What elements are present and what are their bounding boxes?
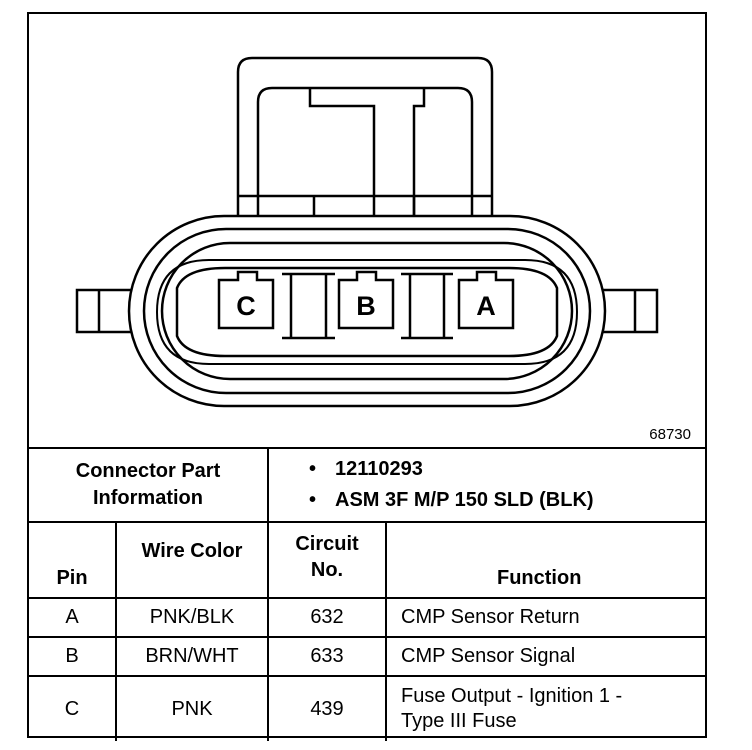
body-ring-3 <box>160 241 574 381</box>
pin-cell: B <box>29 636 117 677</box>
latch-inner <box>256 86 474 219</box>
connector-info-label: Connector Part Information <box>29 447 269 523</box>
terminal-b <box>337 270 395 330</box>
function-cell: Fuse Output - Ignition 1 - Type III Fuse <box>385 675 705 741</box>
connector-info-label-line2: Information <box>93 487 203 509</box>
circuit-cell: 439 <box>267 675 387 741</box>
header-circuit-line1: Circuit <box>295 533 359 555</box>
separator-bars <box>282 272 453 340</box>
latch-t-bar <box>308 88 426 219</box>
wire-color-cell: BRN/WHT <box>115 636 269 677</box>
pinout-table: Connector Part Information 12110293 ASM … <box>29 447 705 741</box>
connector-info-values: 12110293 ASM 3F M/P 150 SLD (BLK) <box>267 447 705 523</box>
header-function: Function <box>385 521 705 599</box>
circuit-cell: 633 <box>267 636 387 677</box>
body-ring-2 <box>142 227 592 395</box>
header-pin: Pin <box>29 521 117 599</box>
connector-drawing: C B A 68730 <box>29 14 705 447</box>
wire-color-cell: PNK <box>115 675 269 741</box>
part-number: 12110293 <box>309 454 705 485</box>
header-row: Pin Wire Color Circuit No. Function <box>29 521 705 599</box>
cavity-outline <box>175 266 559 358</box>
table-row: A PNK/BLK 632 CMP Sensor Return <box>29 597 705 638</box>
function-cell: CMP Sensor Signal <box>385 636 705 677</box>
body-ring-inner <box>155 259 579 365</box>
function-line1: Fuse Output - Ignition 1 - <box>401 685 623 707</box>
connector-info-row: Connector Part Information 12110293 ASM … <box>29 447 705 523</box>
latch-outer <box>236 56 494 224</box>
header-wire-color: Wire Color <box>115 521 269 599</box>
header-circuit-line2: No. <box>310 559 344 581</box>
table-row: C PNK 439 Fuse Output - Ignition 1 - Typ… <box>29 675 705 741</box>
part-description: ASM 3F M/P 150 SLD (BLK) <box>309 485 705 516</box>
connector-sheet: C B A 68730 Connector Part Information 1… <box>27 12 707 741</box>
pin-label-a: A <box>476 291 496 321</box>
function-line2: Type III Fuse <box>401 710 517 732</box>
body-outer <box>127 214 607 408</box>
wire-color-cell: PNK/BLK <box>115 597 269 638</box>
diagram-number: 68730 <box>649 426 691 443</box>
terminal-c <box>217 270 275 330</box>
terminal-a <box>457 270 515 330</box>
pin-cell: C <box>29 675 117 741</box>
pin-label-b: B <box>356 291 376 321</box>
header-circuit: Circuit No. <box>267 521 387 599</box>
pin-label-c: C <box>236 291 256 321</box>
connector-face-svg: C B A <box>75 56 659 408</box>
table-row: B BRN/WHT 633 CMP Sensor Signal <box>29 636 705 677</box>
circuit-cell: 632 <box>267 597 387 638</box>
function-cell: CMP Sensor Return <box>385 597 705 638</box>
connector-info-label-line1: Connector Part <box>75 460 221 482</box>
pin-cell: A <box>29 597 117 638</box>
